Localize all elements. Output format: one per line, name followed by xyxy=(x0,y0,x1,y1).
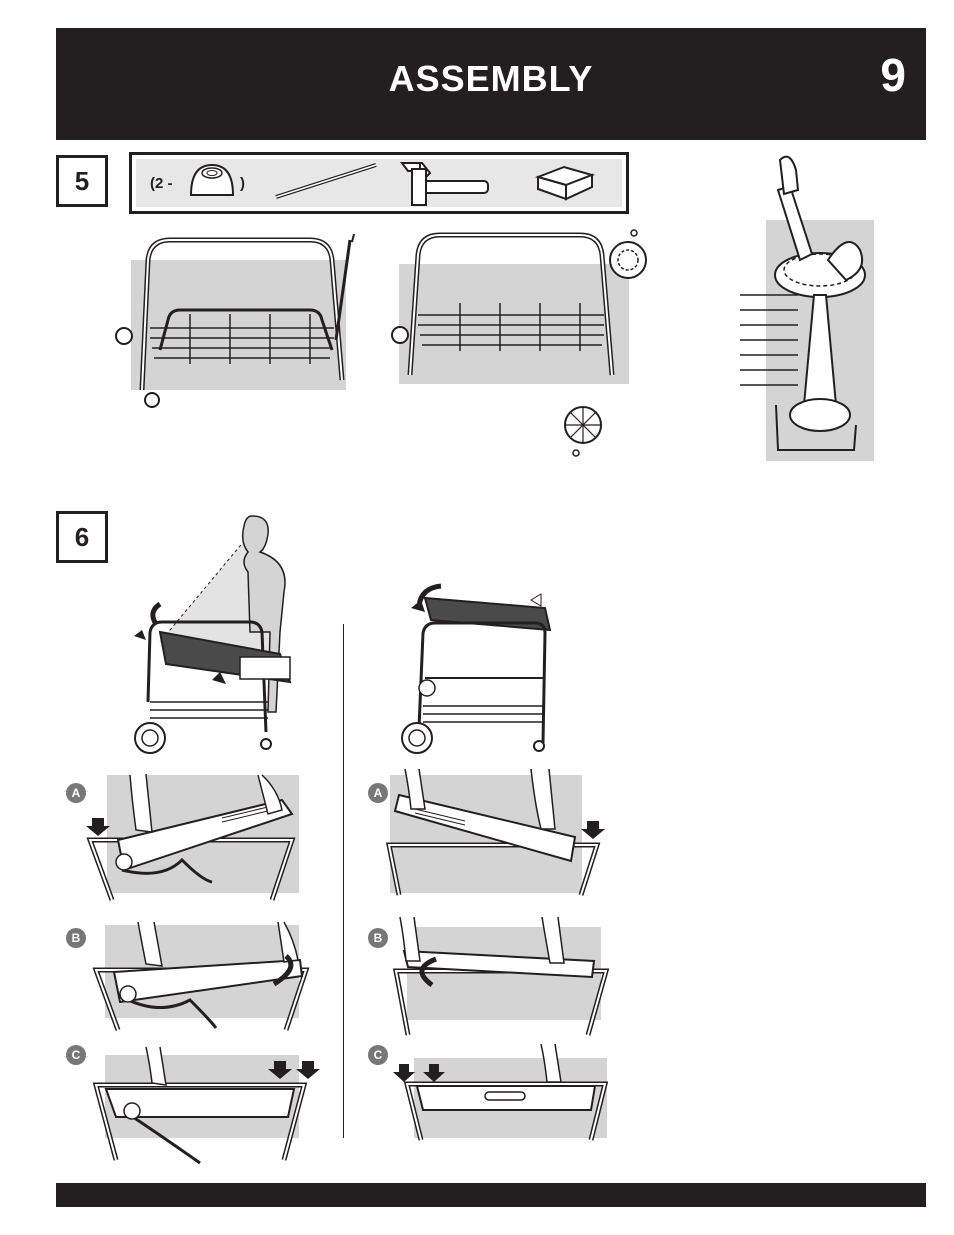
parts-quantity-suffix: ) xyxy=(240,175,245,192)
step-6-badge: 6 xyxy=(56,511,108,563)
axle-rod-icon xyxy=(272,161,382,201)
substep-c-left-illustration xyxy=(90,1045,320,1170)
parts-quantity-prefix: (2 - xyxy=(150,175,173,192)
wheel-hubcap-icon xyxy=(187,161,237,201)
substep-a-left-illustration xyxy=(82,770,312,905)
substep-a-right-illustration xyxy=(385,765,610,905)
cart-frame-illustration xyxy=(110,230,370,415)
substep-b-left-illustration xyxy=(90,920,315,1050)
cart-frame-with-wheel-illustration xyxy=(390,225,660,460)
substep-b-right-illustration xyxy=(390,915,615,1045)
page-header: ASSEMBLY 9 xyxy=(56,28,926,140)
page-title: ASSEMBLY xyxy=(56,58,926,100)
hammering-hubcap-illustration xyxy=(738,150,888,460)
column-divider xyxy=(343,624,344,1138)
grill-lid-placement-illustration xyxy=(395,578,560,756)
step-5-badge: 5 xyxy=(56,155,108,207)
substep-badge-b-left: B xyxy=(66,928,86,948)
page-number: 9 xyxy=(880,48,906,102)
wood-block-icon xyxy=(534,163,596,201)
hammer-icon xyxy=(394,159,494,209)
substep-c-right-illustration xyxy=(395,1040,620,1150)
page-footer-bar xyxy=(56,1183,926,1207)
substep-badge-c-right: C xyxy=(368,1045,388,1065)
substep-badge-c-left: C xyxy=(66,1045,86,1065)
parts-box: (2 - ) xyxy=(129,152,629,214)
substep-badge-b-right: B xyxy=(368,928,388,948)
person-lifting-grill-illustration xyxy=(120,512,320,757)
